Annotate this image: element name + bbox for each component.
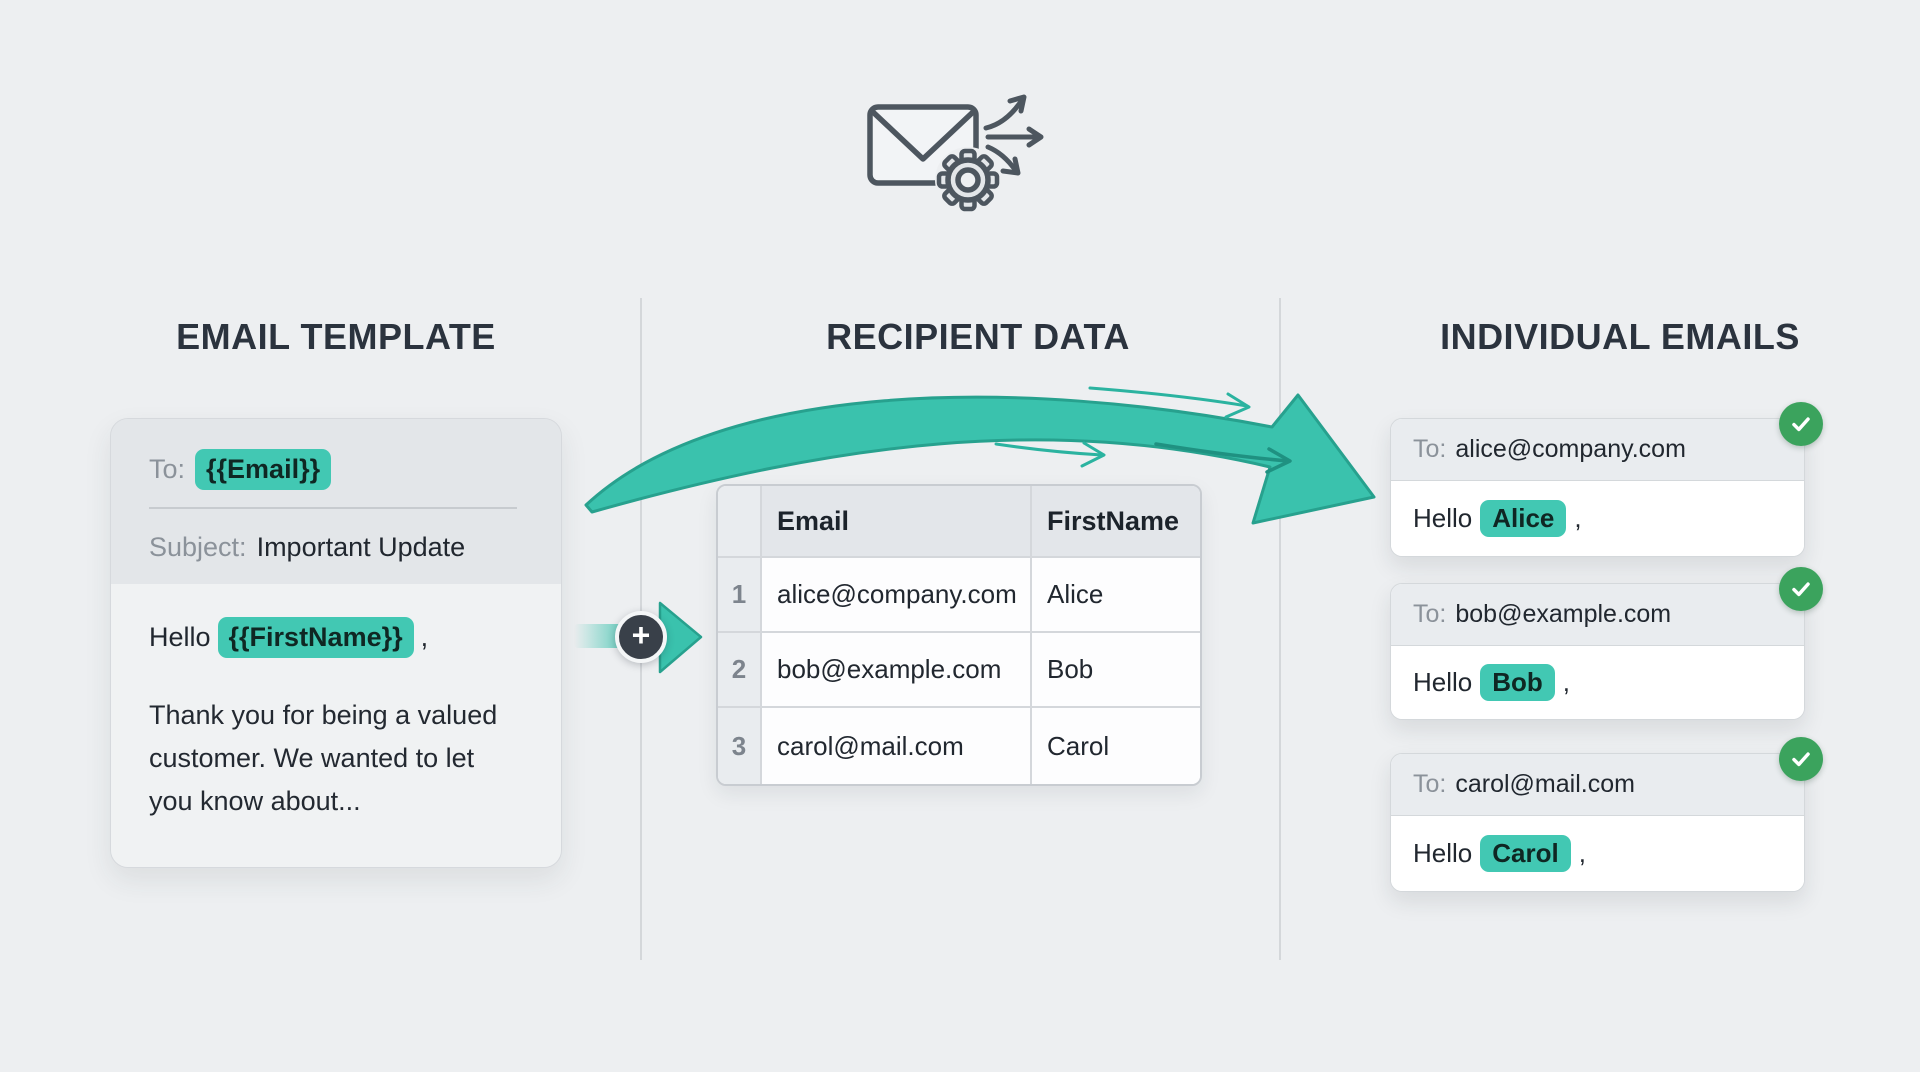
heading-individual-emails: INDIVIDUAL EMAILS [1440, 316, 1800, 357]
to-label: To: [1413, 770, 1447, 798]
template-to-row: To: {{Email}} [149, 449, 332, 491]
subject-value: Important Update [256, 532, 466, 562]
greeting-comma: , [420, 622, 429, 653]
heading-recipient-data: RECIPIENT DATA [826, 316, 1130, 357]
checkmark-icon [1792, 582, 1810, 597]
header-separator [149, 507, 517, 509]
table-header-firstname: FirstName [1032, 486, 1200, 558]
thin-arrow-upper [1088, 386, 1251, 419]
template-subject-row: Subject: Important Update [149, 532, 465, 563]
template-header: To: {{Email}} Subject: Important Update [111, 419, 561, 584]
recipient-table: Email FirstName 1 alice@company.com Alic… [716, 484, 1202, 786]
sent-status-badge [1779, 402, 1823, 446]
merged-name-pill: Alice [1480, 499, 1567, 538]
email-to-row: To: bob@example.com [1391, 584, 1804, 646]
envelope-send-gear-icon [867, 94, 1044, 213]
heading-email-template: EMAIL TEMPLATE [176, 316, 496, 357]
table-cell-email: bob@example.com [762, 633, 1032, 708]
merge-plus-node: + [615, 611, 667, 663]
body-line: customer. We wanted to let [149, 743, 475, 773]
swoosh-inner-arrow [1154, 442, 1292, 474]
to-label: To: [1413, 435, 1447, 463]
email-token-pill: {{Email}} [195, 449, 332, 491]
email-to-row: To: alice@company.com [1391, 419, 1804, 481]
firstname-token-pill: {{FirstName}} [217, 617, 414, 659]
email-greeting: Hello Alice , [1391, 481, 1804, 556]
table-cell-email: carol@mail.com [762, 708, 1032, 784]
merged-name-pill: Carol [1480, 834, 1571, 873]
to-label: To: [1413, 600, 1447, 628]
row-number: 3 [718, 708, 762, 784]
merged-name-pill: Bob [1480, 663, 1555, 702]
subject-label: Subject: [149, 532, 247, 562]
greeting-prefix: Hello [1413, 667, 1473, 697]
body-line: you know about... [149, 786, 361, 816]
to-address: bob@example.com [1455, 600, 1672, 628]
body-line: Thank you for being a valued [149, 700, 498, 730]
table-cell-firstname: Alice [1032, 558, 1200, 633]
row-number: 2 [718, 633, 762, 708]
individual-email-card: To: alice@company.com Hello Alice , [1390, 402, 1823, 557]
individual-email-card: To: bob@example.com Hello Bob , [1390, 567, 1823, 720]
table-cell-firstname: Bob [1032, 633, 1200, 708]
to-address: carol@mail.com [1455, 770, 1635, 798]
greeting-prefix: Hello [149, 622, 211, 653]
plus-icon: + [631, 617, 651, 653]
template-greeting: Hello {{FirstName}} , [149, 617, 429, 659]
sent-status-badge [1779, 737, 1823, 781]
greeting-prefix: Hello [1413, 838, 1473, 868]
template-body-text: Thank you for being a valued customer. W… [149, 694, 497, 823]
individual-email-card: To: carol@mail.com Hello Carol , [1390, 737, 1823, 892]
greeting-comma: , [1574, 503, 1582, 533]
thin-arrow-lower [994, 441, 1106, 468]
row-number: 1 [718, 558, 762, 633]
column-divider-right [1279, 298, 1281, 960]
fan-out-arrows-icon [983, 94, 1044, 176]
checkmark-icon [1792, 417, 1810, 432]
table-corner-cell [718, 486, 762, 558]
greeting-prefix: Hello [1413, 503, 1473, 533]
template-body: Hello {{FirstName}} , Thank you for bein… [111, 584, 561, 867]
greeting-comma: , [1578, 838, 1586, 868]
email-to-row: To: carol@mail.com [1391, 754, 1804, 816]
email-greeting: Hello Bob , [1391, 646, 1804, 719]
table-header-email: Email [762, 486, 1032, 558]
email-template-card: To: {{Email}} Subject: Important Update … [110, 418, 562, 868]
sent-status-badge [1779, 567, 1823, 611]
table-cell-email: alice@company.com [762, 558, 1032, 633]
to-label: To: [149, 454, 186, 485]
table-cell-firstname: Carol [1032, 708, 1200, 784]
email-greeting: Hello Carol , [1391, 816, 1804, 891]
greeting-comma: , [1562, 667, 1571, 697]
to-address: alice@company.com [1455, 435, 1686, 463]
checkmark-icon [1792, 752, 1810, 767]
gear-icon [935, 147, 1001, 213]
